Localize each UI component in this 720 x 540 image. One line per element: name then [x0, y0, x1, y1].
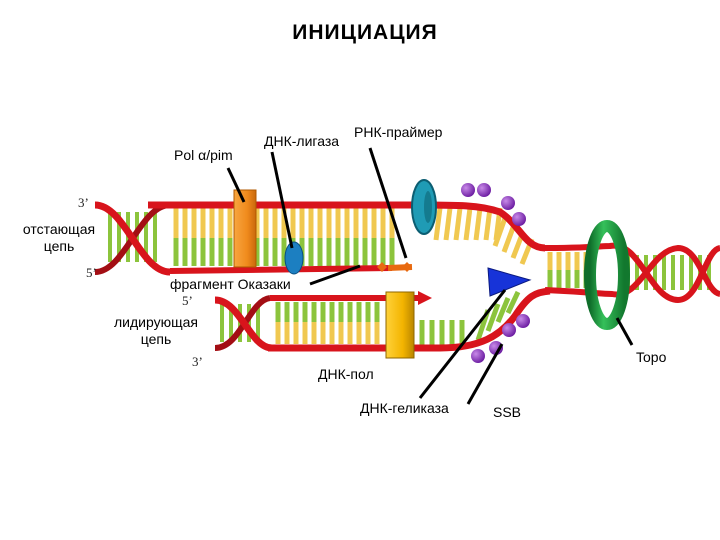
- end-label-leading-bottom: 3’: [192, 354, 203, 369]
- label-lagging-strand: отстающая цепь: [14, 221, 104, 255]
- end-label-lagging-bottom: 5’: [86, 265, 97, 280]
- dna-helicase: [487, 267, 532, 297]
- base-pair-rung: [483, 207, 493, 241]
- leading-helix-front: [214, 296, 273, 352]
- label-lagging-line2: цепь: [43, 238, 75, 254]
- label-okazaki-fragment: фрагмент Оказаки: [170, 276, 291, 292]
- base-pair-rung: [501, 224, 517, 253]
- helicase-leader: [418, 289, 507, 399]
- ssb-protein: [471, 349, 485, 363]
- primer-marker: [402, 262, 412, 272]
- ssb-protein: [512, 212, 526, 226]
- label-leading-strand: лидирующая цепь: [104, 314, 208, 348]
- label-pol-alpha: Pol α/pim: [174, 147, 233, 163]
- pol-alpha-leader: [226, 167, 246, 203]
- ssb-protein: [477, 183, 491, 197]
- base-pair-rung: [443, 207, 453, 241]
- base-pair-rung: [495, 297, 511, 323]
- label-dna-helicase: ДНК-геликаза: [360, 400, 449, 416]
- page-title: ИНИЦИАЦИЯ: [292, 21, 438, 44]
- ssb-protein: [502, 323, 516, 337]
- base-pair-rung: [453, 207, 463, 241]
- label-rna-primer: РНК-праймер: [354, 124, 443, 140]
- ssb-protein: [516, 314, 530, 328]
- ssb-proteins: [461, 183, 530, 363]
- primer-marker: [377, 262, 387, 272]
- base-pair-rung: [485, 303, 501, 332]
- label-lagging-line1: отстающая: [22, 221, 96, 237]
- base-pair-rung: [463, 207, 473, 241]
- ssb-protein: [489, 341, 503, 355]
- okazaki-leader: [309, 264, 361, 286]
- base-pair-rung: [433, 207, 443, 241]
- base-pair-rung: [492, 217, 508, 247]
- leader-lines: [226, 147, 634, 405]
- base-pair-rung: [473, 207, 483, 241]
- end-label-leading-top: 5’: [182, 293, 193, 308]
- label-ssb: SSB: [493, 404, 522, 420]
- ssb-protein: [501, 196, 515, 210]
- primer-leader: [368, 147, 408, 259]
- label-dna-pol: ДНК-пол: [318, 366, 374, 382]
- leading-strand-arrow: [418, 291, 432, 305]
- topoisomerase-ring: [584, 220, 630, 330]
- pol-alpha-primase: [233, 189, 257, 268]
- dna-polymerase: [385, 291, 415, 359]
- label-topo: Topo: [636, 349, 667, 365]
- okazaki-new-strand: [169, 265, 393, 274]
- label-leading-line1: лидирующая: [114, 314, 198, 330]
- ssb-protein: [461, 183, 475, 197]
- lagging-helix-front: [94, 201, 171, 276]
- base-pair-rung: [505, 290, 521, 315]
- ligase-leader: [270, 151, 294, 249]
- topo-leader: [615, 317, 634, 346]
- dna-ligase: [284, 241, 304, 275]
- label-dna-ligase: ДНК-лигаза: [264, 133, 340, 149]
- label-leading-line2: цепь: [140, 331, 172, 347]
- primase-ring-hole: [424, 191, 432, 223]
- end-label-lagging-top: 3’: [78, 195, 89, 210]
- ssb-leader: [466, 343, 504, 405]
